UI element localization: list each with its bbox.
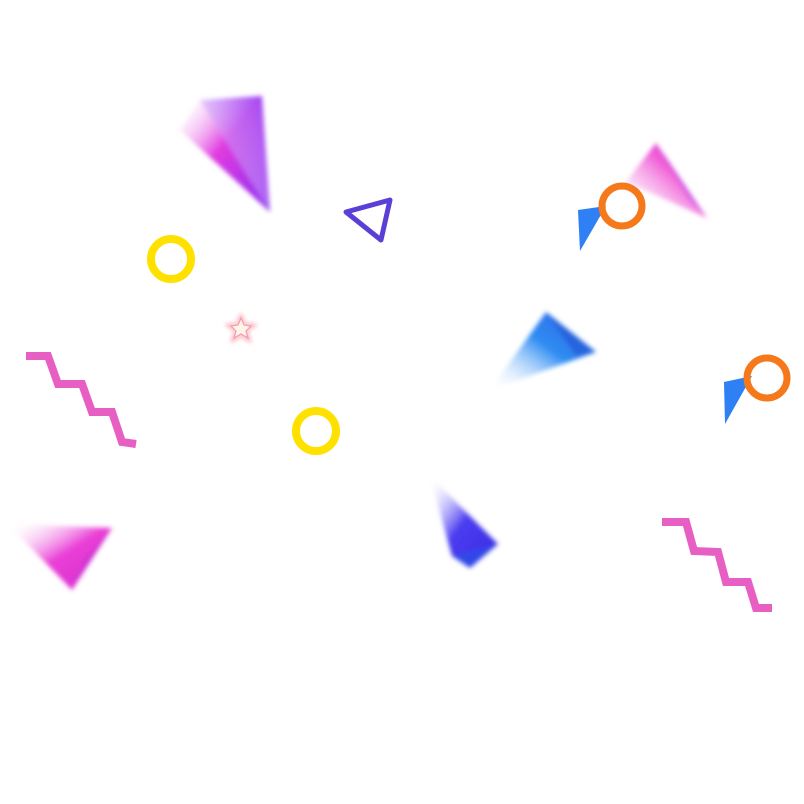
outline-triangle [343,197,393,243]
pink-prism-top-right [626,143,707,218]
orange-ring-right [743,354,791,402]
blue-flag-right [724,376,752,424]
yellow-ring-top [147,235,195,283]
indigo-prism-bottom [430,476,498,568]
gradient-triangle-violet [180,96,270,212]
magenta-prism-left [8,524,112,590]
zigzag-right [662,518,772,612]
star-sparkle [224,312,258,344]
zigzag-left [26,352,137,448]
blue-prism-center [490,312,596,390]
yellow-ring-mid [292,407,340,455]
orange-ring-top-right [598,182,646,230]
blue-flag-top-right [578,206,606,251]
